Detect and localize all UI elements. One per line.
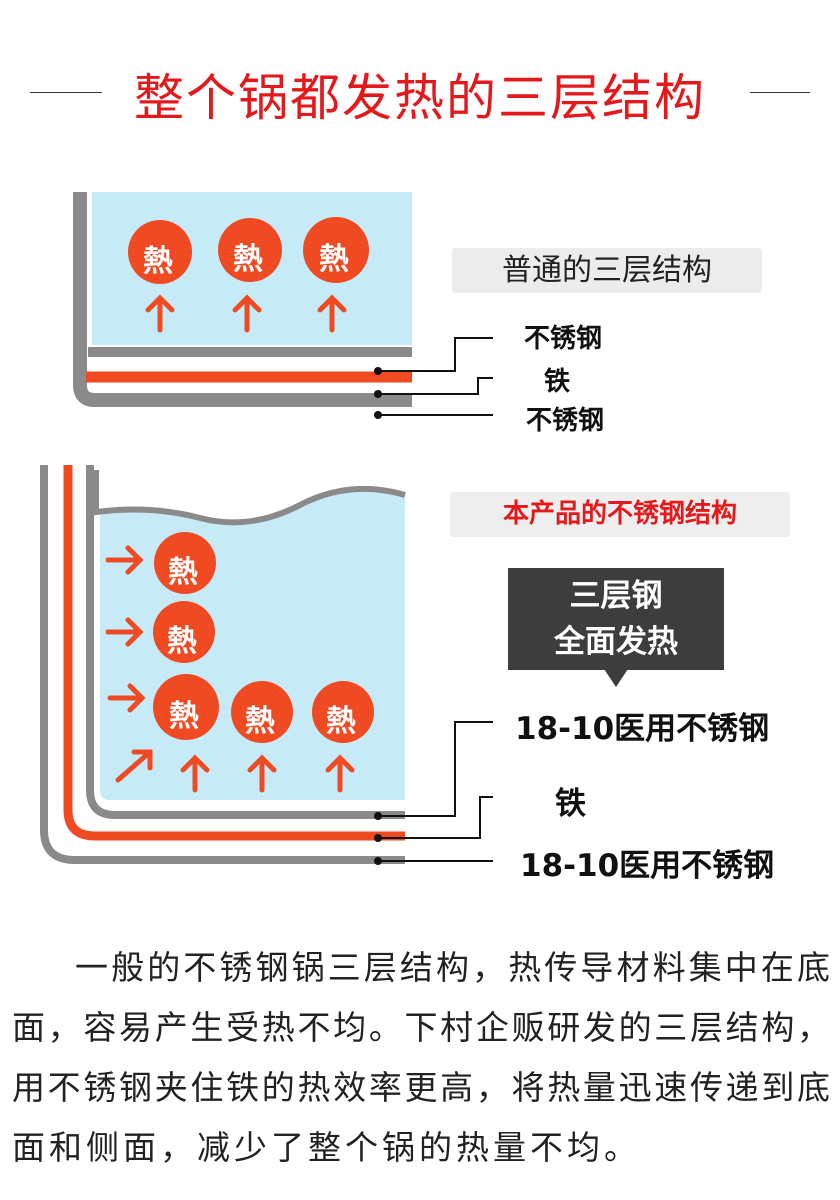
callout-line: 三层钢 xyxy=(569,578,663,614)
heat-circle xyxy=(128,220,192,284)
layer-label-steel-top: 不锈钢 xyxy=(524,324,603,354)
heat-glyph: 熱 xyxy=(319,242,349,277)
heat-circle xyxy=(153,674,219,740)
layer-label-steel-bottom: 18-10医用不锈钢 xyxy=(520,848,775,884)
page-title: 整个锅都发热的三层结构 xyxy=(134,69,706,127)
layer-label-steel-top: 18-10医用不锈钢 xyxy=(515,711,770,747)
title-rule-right xyxy=(750,92,810,93)
title-rule-left xyxy=(30,92,102,93)
description-line: 用不锈钢夹住铁的热效率更高，将热量迅速传递到底 xyxy=(12,1068,830,1107)
description-line: 面和侧面，减少了整个锅的热量不均。 xyxy=(12,1128,641,1167)
arrow-right-icon xyxy=(105,617,144,647)
callout-box: 三层钢 全面发热 xyxy=(508,568,724,687)
outer-steel-1 xyxy=(73,192,412,407)
heat-circle xyxy=(312,681,374,743)
arrow-up-icon xyxy=(325,754,355,793)
layer-label-iron: 铁 xyxy=(544,367,571,397)
inner-steel-2 xyxy=(86,465,405,819)
heat-glyph: 熱 xyxy=(326,704,356,739)
heat-glyph: 熱 xyxy=(167,624,197,659)
arrow-up-icon xyxy=(317,294,347,333)
leader-lines-2 xyxy=(378,721,493,862)
heat-group-1 xyxy=(128,217,369,333)
iron-layer-2 xyxy=(63,465,405,841)
arrow-diagonal-icon xyxy=(115,749,153,783)
heat-glyph: 熱 xyxy=(245,704,275,739)
layer-label-iron: 铁 xyxy=(555,786,586,822)
standard-structure-label: 普通的三层结构 xyxy=(452,248,762,293)
description-line: 面，容易产生受热不均。下村企贩研发的三层结构， xyxy=(12,1008,830,1047)
heat-group-2 xyxy=(105,532,374,793)
product-structure-label: 本产品的不锈钢结构 xyxy=(450,492,790,537)
arrow-up-icon xyxy=(247,754,277,793)
heat-circle xyxy=(154,532,216,594)
arrow-up-icon xyxy=(232,294,262,333)
arrow-right-icon xyxy=(107,683,146,713)
arrow-right-icon xyxy=(105,545,144,575)
leader-lines-1 xyxy=(378,337,493,416)
rim-2 xyxy=(93,470,406,526)
heat-circle xyxy=(303,217,369,283)
heat-glyph: 熱 xyxy=(143,244,173,279)
heat-circle xyxy=(153,601,215,663)
heat-glyph: 熱 xyxy=(233,242,263,277)
heat-circle xyxy=(231,681,293,743)
heat-circle xyxy=(218,218,282,282)
outer-steel-2 xyxy=(40,465,405,864)
heat-glyph: 熱 xyxy=(169,699,199,734)
description-line: 一般的不锈钢锅三层结构，热传导材料集中在底 xyxy=(75,948,830,987)
callout-line: 全面发热 xyxy=(554,624,678,660)
arrow-up-icon xyxy=(145,294,175,333)
heat-glyph: 熱 xyxy=(168,555,198,590)
layer-label-steel-bottom: 不锈钢 xyxy=(526,406,605,436)
arrow-up-icon xyxy=(180,754,210,793)
